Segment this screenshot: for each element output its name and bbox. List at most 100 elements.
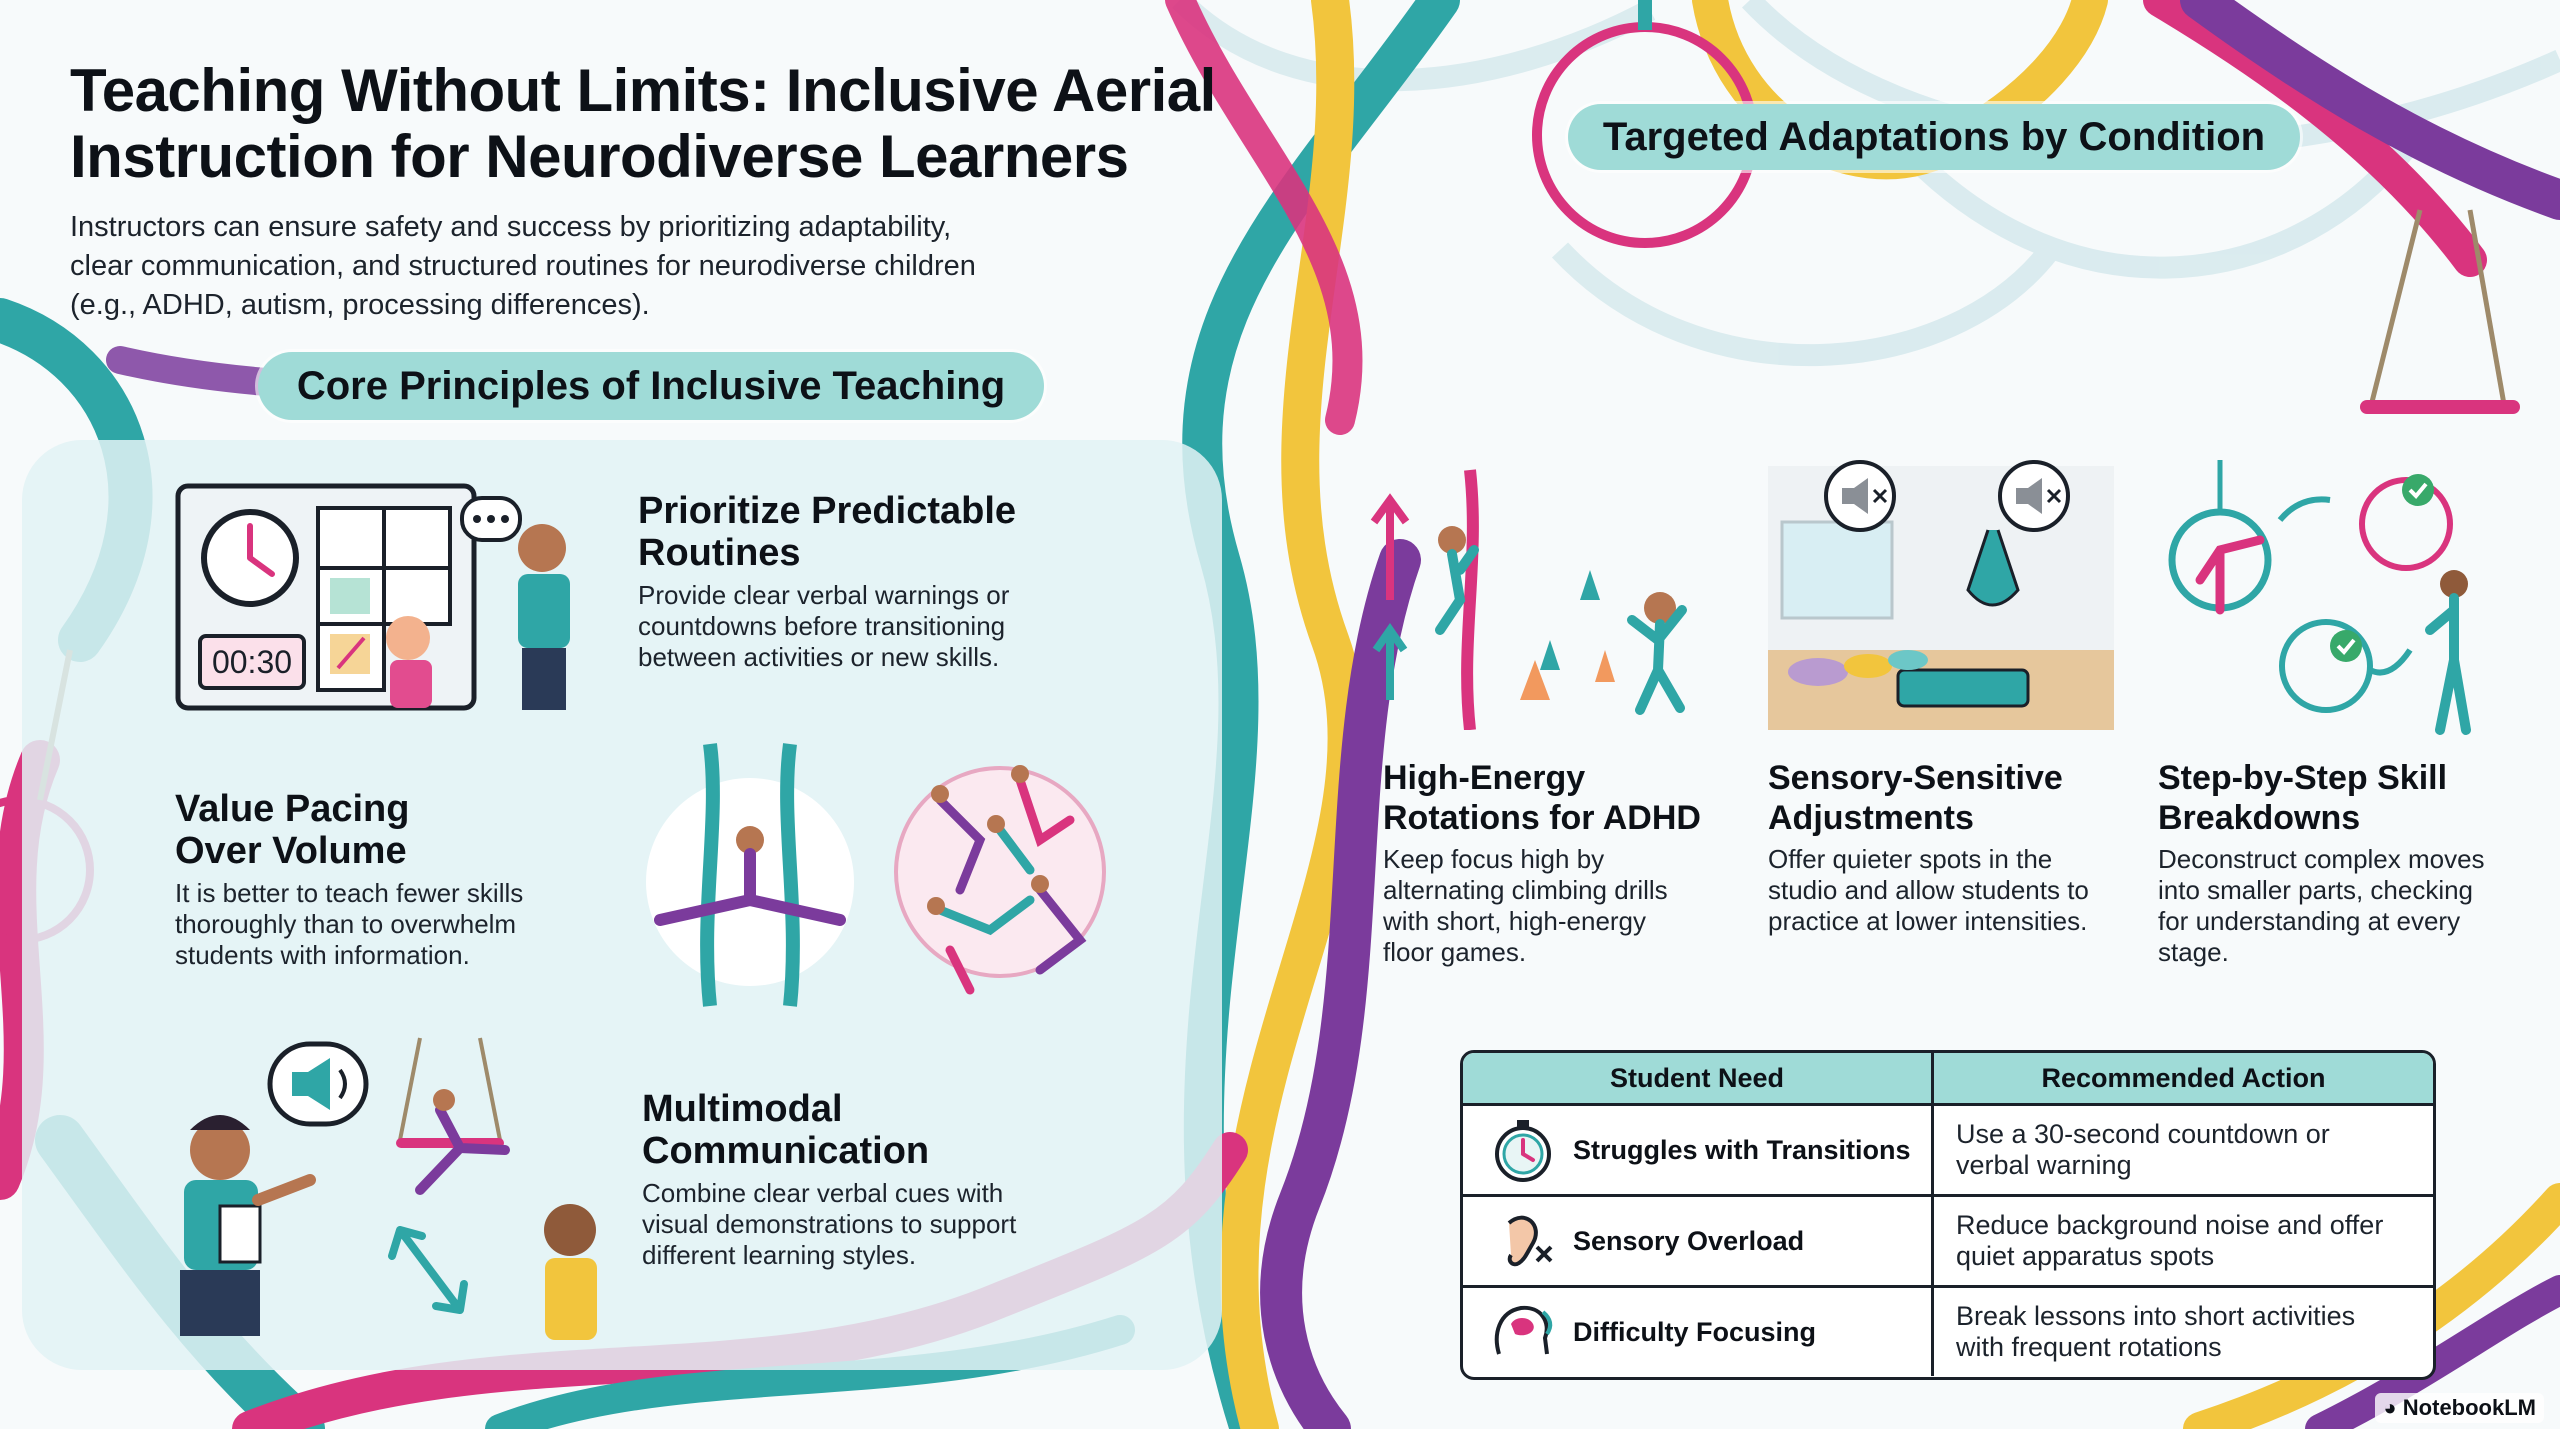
table-row: Sensory Overload Reduce background noise…: [1463, 1197, 2433, 1288]
sensory-card: Sensory-Sensitive Adjustments Offer quie…: [1768, 758, 2148, 937]
step-by-step-title: Step-by-Step Skill Breakdowns: [2158, 758, 2548, 838]
action-line-1: Reduce background noise and offer: [1956, 1210, 2384, 1240]
step-by-step-body-line-1: Deconstruct complex moves: [2158, 844, 2485, 874]
sensory-body-line-1: Offer quieter spots in the: [1768, 844, 2053, 874]
pacing-body: It is better to teach fewer skills thoro…: [175, 878, 645, 971]
sensory-studio-illustration: [1768, 460, 2114, 730]
needs-actions-table: Student Need Recommended Action Struggle…: [1460, 1050, 2436, 1380]
subtitle-line-2: clear communication, and structured rout…: [70, 250, 976, 282]
pacing-body-line-3: students with information.: [175, 940, 470, 970]
multimodal-body: Combine clear verbal cues with visual de…: [642, 1178, 1162, 1271]
step-by-step-body-line-2: into smaller parts, checking: [2158, 875, 2474, 905]
core-principles-heading: Core Principles of Inclusive Teaching: [258, 352, 1044, 420]
stopwatch-icon: [1495, 1120, 1551, 1182]
action-line-2: verbal warning: [1956, 1150, 2132, 1180]
muted-speaker-icon: [1998, 460, 2070, 532]
step-by-step-title-line-1: Step-by-Step Skill: [2158, 759, 2448, 797]
column-header-student-need: Student Need: [1463, 1053, 1934, 1103]
adhd-body: Keep focus high by alternating climbing …: [1383, 844, 1743, 968]
table-header-row: Student Need Recommended Action: [1463, 1053, 2433, 1106]
adhd-card: High-Energy Rotations for ADHD Keep focu…: [1383, 758, 1743, 968]
sensory-body-line-2: studio and allow students to: [1768, 875, 2089, 905]
routines-card: Prioritize Predictable Routines Provide …: [638, 490, 1158, 673]
page-subtitle: Instructors can ensure safety and succes…: [70, 208, 1170, 325]
multimodal-title-line-1: Multimodal: [642, 1088, 843, 1130]
check-icon: [2402, 474, 2434, 506]
routines-title: Prioritize Predictable Routines: [638, 490, 1158, 574]
table-row: Struggles with Transitions Use a 30-seco…: [1463, 1106, 2433, 1197]
multimodal-title: Multimodal Communication: [642, 1088, 1162, 1172]
routines-title-line-2: Routines: [638, 532, 801, 574]
page-title-line-1: Teaching Without Limits: Inclusive Aeria…: [70, 57, 1216, 124]
need-cell: Difficulty Focusing: [1463, 1288, 1934, 1376]
timer-readout: 00:30: [212, 644, 292, 680]
muted-speaker-icon: [1824, 460, 1896, 532]
multimodal-title-line-2: Communication: [642, 1130, 930, 1172]
step-by-step-title-line-2: Breakdowns: [2158, 799, 2361, 837]
routines-title-line-1: Prioritize Predictable: [638, 490, 1017, 532]
step-by-step-body: Deconstruct complex moves into smaller p…: [2158, 844, 2548, 968]
adhd-title-line-2: Rotations for ADHD: [1383, 799, 1701, 837]
check-icon: [2330, 630, 2362, 662]
step-by-step-card: Step-by-Step Skill Breakdowns Deconstruc…: [2158, 758, 2548, 968]
action-line-2: quiet apparatus spots: [1956, 1241, 2215, 1271]
routines-body-line-1: Provide clear verbal warnings or: [638, 580, 1010, 610]
need-label: Struggles with Transitions: [1573, 1134, 1911, 1165]
notebooklm-logo-icon: ◕: [2383, 1395, 2403, 1420]
need-cell: Sensory Overload: [1463, 1197, 1934, 1285]
routines-body-line-2: countdowns before transitioning: [638, 611, 1006, 641]
sensory-title-line-2: Adjustments: [1768, 799, 1974, 837]
ear-mute-icon: [1507, 1215, 1553, 1267]
table-row: Difficulty Focusing Break lessons into s…: [1463, 1288, 2433, 1376]
adhd-body-line-2: alternating climbing drills: [1383, 875, 1668, 905]
sensory-body-line-3: practice at lower intensities.: [1768, 906, 2088, 936]
targeted-adaptations-heading: Targeted Adaptations by Condition: [1568, 104, 2300, 170]
adhd-body-line-4: floor games.: [1383, 937, 1527, 967]
multimodal-card: Multimodal Communication Combine clear v…: [642, 1088, 1162, 1271]
need-cell: Struggles with Transitions: [1463, 1106, 1934, 1194]
action-line-2: with frequent rotations: [1956, 1332, 2222, 1362]
action-line-1: Use a 30-second countdown or: [1956, 1119, 2330, 1149]
pacing-body-line-2: thoroughly than to overwhelm: [175, 909, 517, 939]
multimodal-body-line-1: Combine clear verbal cues with: [642, 1178, 1004, 1208]
adhd-body-line-1: Keep focus high by: [1383, 844, 1605, 874]
speaker-icon: [292, 1058, 347, 1110]
multimodal-body-line-2: visual demonstrations to support: [642, 1209, 1017, 1239]
routines-body-line-3: between activities or new skills.: [638, 642, 1000, 672]
sensory-title: Sensory-Sensitive Adjustments: [1768, 758, 2148, 838]
need-label: Difficulty Focusing: [1573, 1316, 1816, 1347]
sensory-title-line-1: Sensory-Sensitive: [1768, 759, 2063, 797]
multimodal-body-line-3: different learning styles.: [642, 1240, 917, 1270]
page-title: Teaching Without Limits: Inclusive Aeria…: [70, 58, 1470, 190]
brand-label: NotebookLM: [2402, 1395, 2536, 1420]
page-title-line-2: Instruction for Neurodiverse Learners: [70, 123, 1129, 190]
pacing-title-line-1: Value Pacing: [175, 788, 410, 830]
multimodal-illustration: [180, 1037, 597, 1340]
adhd-body-line-3: with short, high-energy: [1383, 906, 1647, 936]
action-line-1: Break lessons into short activities: [1956, 1301, 2356, 1331]
subtitle-line-3: (e.g., ADHD, autism, processing differen…: [70, 289, 650, 321]
brain-focus-icon: [1494, 1305, 1553, 1355]
pacing-comparison-illustration: [646, 743, 1106, 1007]
pacing-body-line-1: It is better to teach fewer skills: [175, 878, 524, 908]
notebooklm-brand: ◕ NotebookLM: [2375, 1393, 2544, 1423]
adhd-title-line-1: High-Energy: [1383, 759, 1586, 797]
step-by-step-body-line-4: stage.: [2158, 937, 2229, 967]
step-by-step-illustration: [2168, 460, 2471, 735]
adhd-title: High-Energy Rotations for ADHD: [1383, 758, 1743, 838]
step-by-step-body-line-3: for understanding at every: [2158, 906, 2461, 936]
routine-board-illustration: 00:30: [175, 483, 570, 711]
adhd-rotation-illustration: [1370, 469, 1687, 730]
pacing-title-line-2: Over Volume: [175, 830, 407, 872]
pacing-title: Value Pacing Over Volume: [175, 788, 645, 872]
column-header-recommended-action: Recommended Action: [2041, 1063, 2326, 1093]
need-label: Sensory Overload: [1573, 1225, 1805, 1256]
subtitle-line-1: Instructors can ensure safety and succes…: [70, 211, 952, 243]
pacing-card: Value Pacing Over Volume It is better to…: [175, 788, 645, 971]
sensory-body: Offer quieter spots in the studio and al…: [1768, 844, 2148, 937]
